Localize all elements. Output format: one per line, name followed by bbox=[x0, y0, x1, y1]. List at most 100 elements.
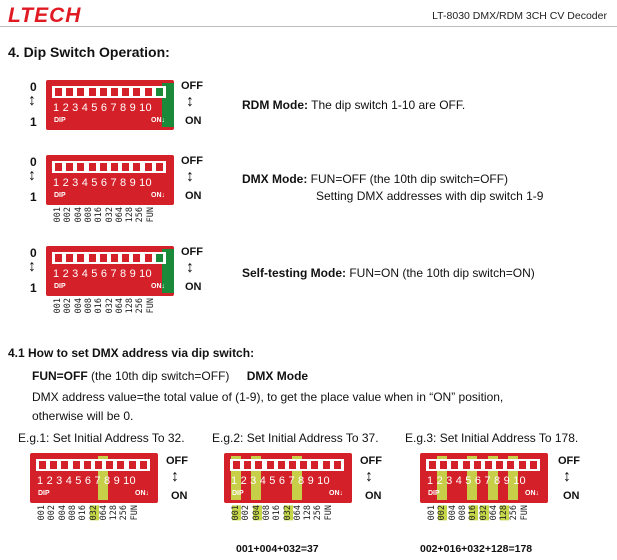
up-down-arrow-icon: ↕ bbox=[186, 259, 194, 276]
switch-lever bbox=[39, 461, 46, 469]
switch-lever bbox=[155, 163, 163, 171]
switch-lever bbox=[55, 163, 62, 171]
place-value: 256 bbox=[509, 505, 520, 521]
off-label: OFF bbox=[166, 455, 188, 467]
place-value: 128 bbox=[303, 505, 314, 521]
place-value: 032 bbox=[88, 505, 99, 521]
switch-lever bbox=[106, 461, 114, 469]
up-down-arrow-icon: ↕ bbox=[186, 93, 194, 110]
place-value: 032 bbox=[478, 505, 489, 521]
place-value: 008 bbox=[83, 207, 94, 223]
document-title: LT-8030 DMX/RDM 3CH CV Decoder bbox=[432, 10, 607, 22]
zero-label: 0 bbox=[30, 155, 37, 169]
switch-lever bbox=[311, 461, 319, 469]
example-1-title: E.g.1: Set Initial Address To 32. bbox=[18, 431, 185, 445]
place-value: 001 bbox=[231, 505, 241, 521]
switch-lever bbox=[300, 461, 308, 469]
place-value: 256 bbox=[135, 207, 146, 223]
on-label: ON bbox=[185, 190, 202, 202]
dip-switch-self-test: 1 2 3 4 5 6 7 8 9 10 DIP ON↓ bbox=[46, 246, 174, 296]
up-down-arrow-icon: ↕ bbox=[28, 258, 36, 275]
switch-lever bbox=[322, 461, 330, 469]
switch-lever bbox=[144, 254, 152, 262]
example-3-sum: 002+016+032+128=178 bbox=[420, 543, 533, 555]
fun-off-line: FUN=OFF (the 10th dip switch=OFF) DMX Mo… bbox=[32, 369, 309, 383]
place-value: FUN bbox=[145, 207, 156, 223]
switch-lever bbox=[255, 461, 263, 469]
zero-label: 0 bbox=[30, 246, 37, 260]
switch-lever bbox=[72, 461, 80, 469]
up-down-arrow-icon: ↕ bbox=[171, 468, 179, 485]
switch-lever bbox=[155, 88, 163, 96]
place-value: 002 bbox=[63, 298, 74, 314]
switch-lever bbox=[518, 461, 526, 469]
rdm-mode-text: RDM Mode: The dip switch 1-10 are OFF. bbox=[242, 98, 466, 112]
switch-lever bbox=[122, 88, 130, 96]
on-label: ON bbox=[365, 490, 382, 502]
place-value: 016 bbox=[78, 505, 89, 521]
switch-lever bbox=[155, 254, 163, 262]
switch-lever bbox=[133, 163, 141, 171]
place-value: 002 bbox=[47, 505, 58, 521]
switch-lever bbox=[451, 461, 459, 469]
one-label: 1 bbox=[30, 115, 37, 129]
example-2-sum: 001+004+032=37 bbox=[236, 543, 319, 555]
one-label: 1 bbox=[30, 281, 37, 295]
on-arrow-label: ON↓ bbox=[151, 117, 165, 124]
switch-lever bbox=[440, 461, 448, 469]
switch-lever bbox=[233, 461, 240, 469]
one-label: 1 bbox=[30, 190, 37, 204]
place-value: 256 bbox=[313, 505, 324, 521]
switch-lever bbox=[244, 461, 252, 469]
switch-lever bbox=[144, 88, 152, 96]
place-value: FUN bbox=[323, 505, 334, 521]
switch-lever bbox=[61, 461, 69, 469]
place-value: 008 bbox=[261, 505, 272, 521]
header-divider bbox=[0, 26, 617, 27]
on-label: ON bbox=[171, 490, 188, 502]
place-value: 032 bbox=[104, 207, 115, 223]
place-value: 004 bbox=[57, 505, 68, 521]
dip-switch-example-3: 1 2 3 4 5 6 7 8 9 10 DIP ON↓ bbox=[420, 453, 548, 503]
switch-lever bbox=[462, 461, 470, 469]
dmx-mode-text: DMX Mode: FUN=OFF (the 10th dip switch=O… bbox=[242, 172, 509, 186]
switch-lever bbox=[66, 254, 74, 262]
switch-lever bbox=[122, 254, 130, 262]
place-value: 064 bbox=[114, 207, 125, 223]
dmx-mode-desc2: Setting DMX addresses with dip switch 1-… bbox=[316, 189, 544, 203]
switch-lever bbox=[289, 461, 296, 469]
switch-lever bbox=[111, 88, 118, 96]
off-label: OFF bbox=[181, 246, 203, 258]
switch-lever bbox=[507, 461, 515, 469]
self-test-mode-text: Self-testing Mode: FUN=ON (the 10th dip … bbox=[242, 266, 535, 280]
place-value: FUN bbox=[519, 505, 530, 521]
place-value: 064 bbox=[488, 505, 499, 521]
place-value: 016 bbox=[272, 505, 283, 521]
up-down-arrow-icon: ↕ bbox=[28, 92, 36, 109]
switch-lever bbox=[55, 88, 62, 96]
place-value: 128 bbox=[125, 298, 136, 314]
switch-lever bbox=[77, 163, 85, 171]
switch-lever bbox=[88, 254, 96, 262]
place-value: 032 bbox=[282, 505, 293, 521]
place-value: 001 bbox=[37, 505, 47, 521]
switch-lever bbox=[133, 88, 141, 96]
up-down-arrow-icon: ↕ bbox=[28, 167, 36, 184]
place-value: 001 bbox=[53, 298, 63, 314]
place-value: 128 bbox=[499, 505, 510, 521]
switch-lever bbox=[111, 163, 118, 171]
section-4-1-heading: 4.1 How to set DMX address via dip switc… bbox=[8, 346, 255, 360]
place-value: 016 bbox=[94, 207, 105, 223]
place-value: 001 bbox=[427, 505, 437, 521]
switch-lever bbox=[66, 163, 74, 171]
switch-lever bbox=[77, 88, 85, 96]
switch-lever bbox=[83, 461, 91, 469]
switch-lever bbox=[133, 254, 141, 262]
place-value: 256 bbox=[119, 505, 130, 521]
switch-lever bbox=[122, 163, 130, 171]
place-value: FUN bbox=[145, 298, 156, 314]
